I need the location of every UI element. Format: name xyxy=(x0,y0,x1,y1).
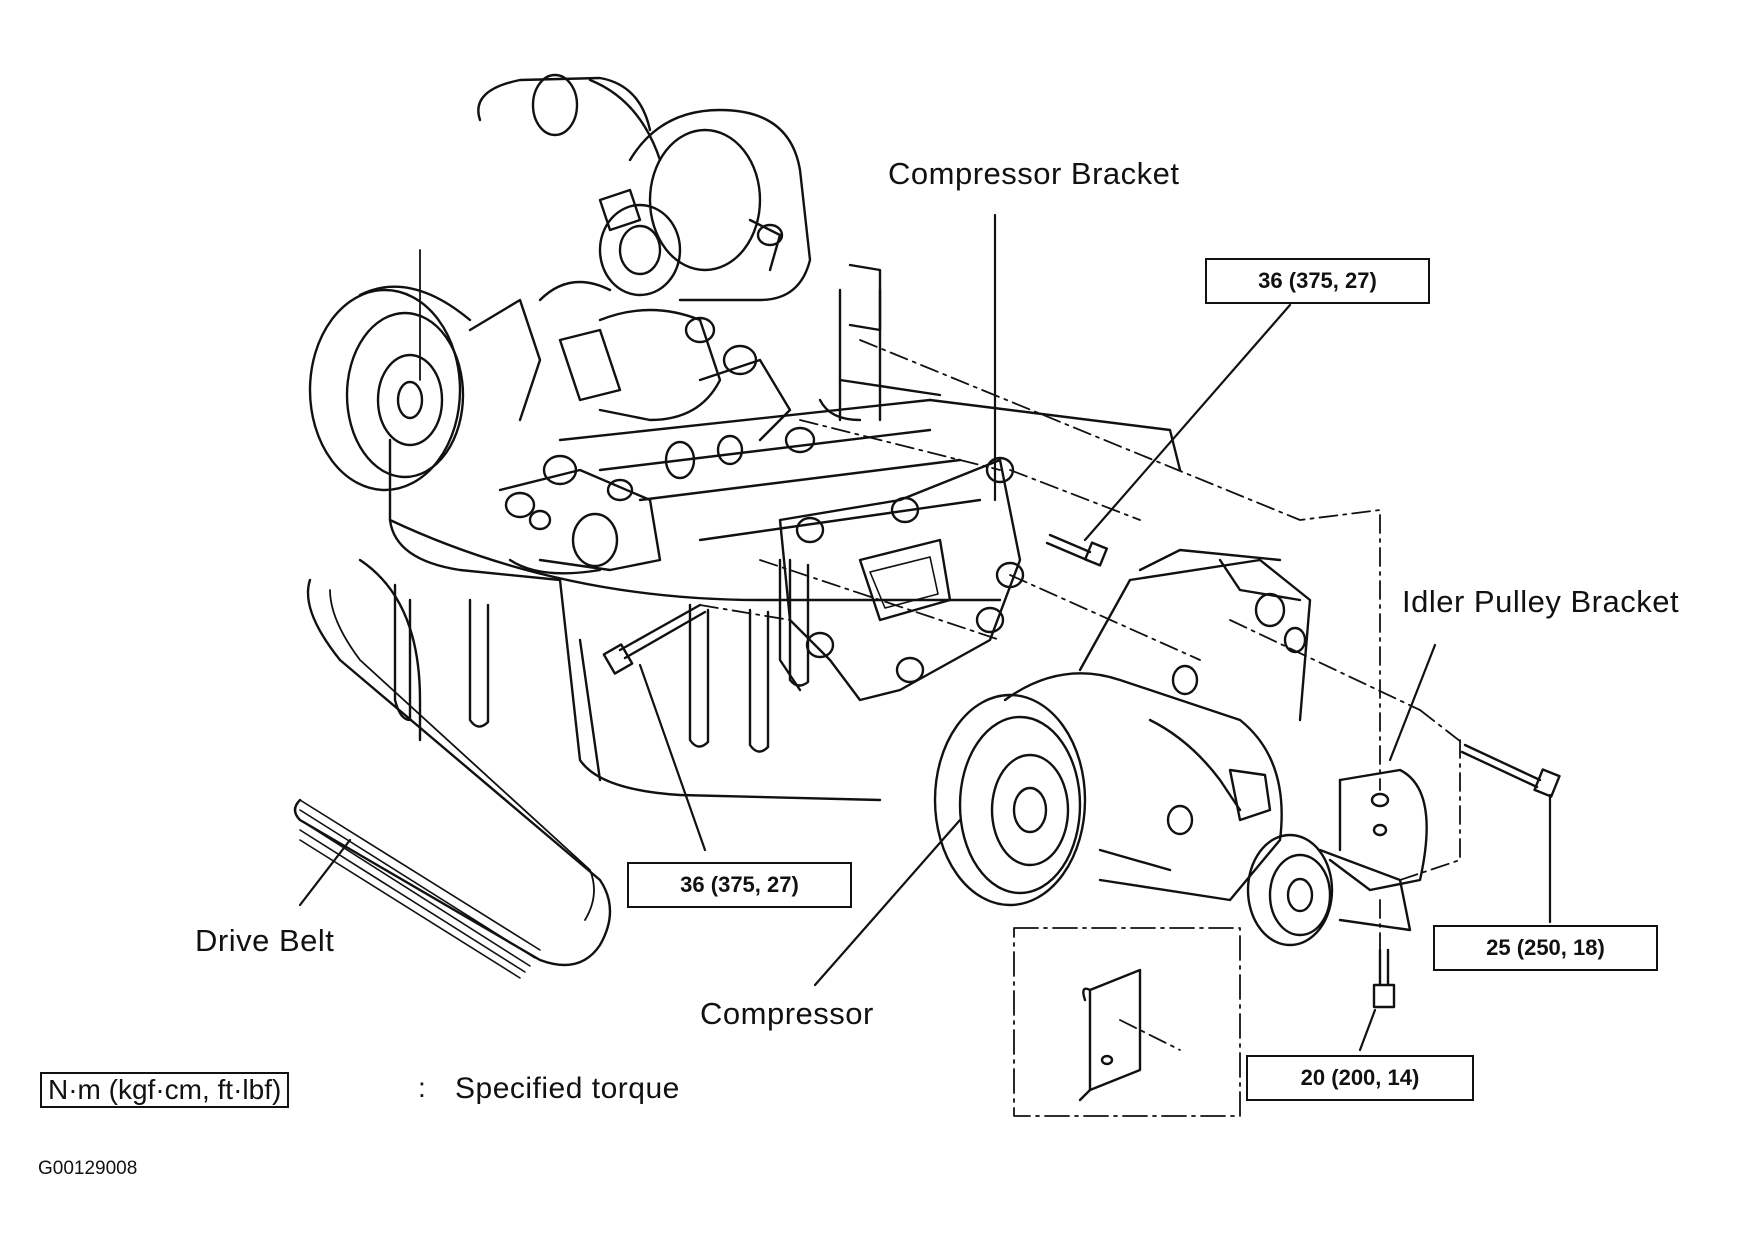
torque-box-top: 36 (375, 27) xyxy=(1205,258,1430,304)
legend-unit-box: N·m (kgf·cm, ft·lbf) xyxy=(40,1072,290,1108)
bolt-left xyxy=(602,603,707,675)
label-compressor: Compressor xyxy=(700,996,874,1031)
upper-accessory xyxy=(538,108,816,454)
legend-description: Specified torque xyxy=(455,1072,680,1105)
crankshaft-pulley xyxy=(308,285,542,492)
torque-box-idler-bracket: 25 (250, 18) xyxy=(1433,925,1658,971)
label-compressor-bracket: Compressor Bracket xyxy=(888,156,1180,191)
oil-pan-ribs xyxy=(358,558,810,753)
alignment-lines xyxy=(699,339,1466,1051)
engine-mount-area xyxy=(498,434,744,575)
compressor-bracket-shape xyxy=(778,456,1025,702)
torque-box-idler-pulley: 20 (200, 14) xyxy=(1246,1055,1474,1101)
label-drive-belt: Drive Belt xyxy=(195,923,335,958)
bolt-idler-pulley xyxy=(1372,948,1396,1009)
compressor-shape xyxy=(933,548,1312,907)
bolt-top xyxy=(1045,533,1108,567)
idler-pulley-shape xyxy=(1246,768,1428,947)
leader-lines xyxy=(298,213,1552,1052)
figure-code: G00129008 xyxy=(38,1158,138,1179)
label-idler-pulley-bracket: Idler Pulley Bracket xyxy=(1402,584,1680,619)
drive-belt-shape xyxy=(293,578,612,979)
detail-inset xyxy=(1013,927,1241,1117)
legend-separator: : xyxy=(418,1072,427,1103)
bolt-idler-bracket xyxy=(1460,743,1561,798)
torque-box-left: 36 (375, 27) xyxy=(627,862,852,908)
